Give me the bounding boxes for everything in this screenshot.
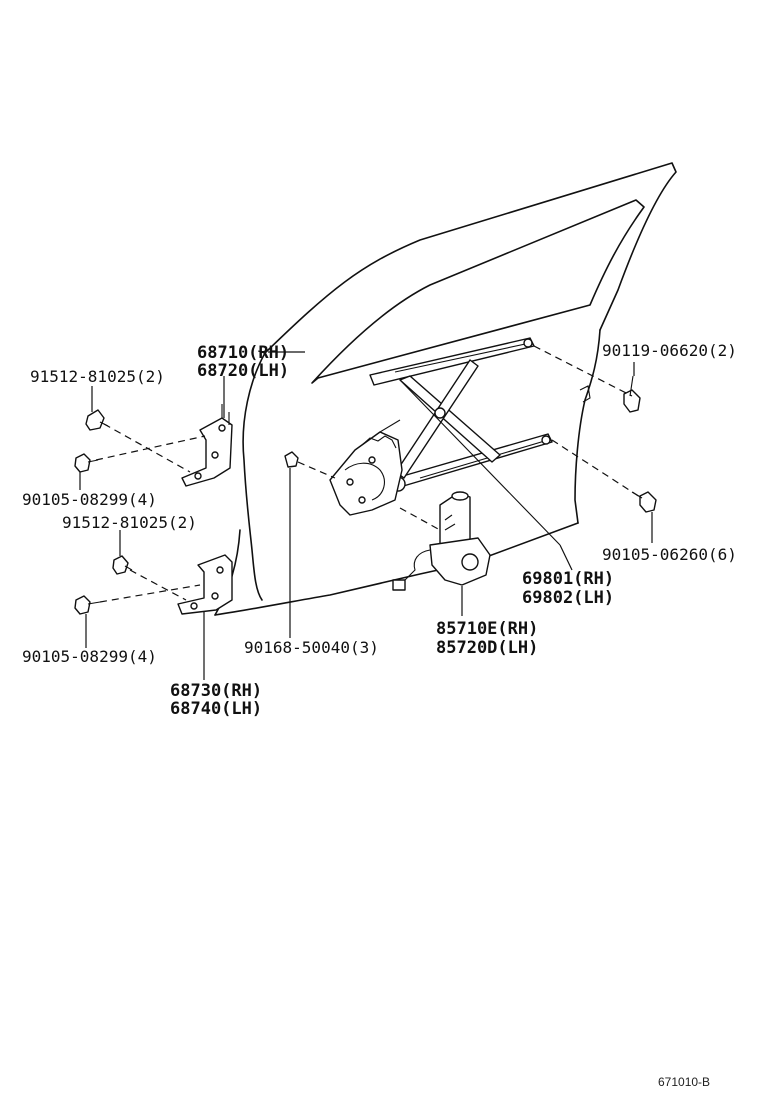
bolt-label-91512-upper: 91512-81025(2) (30, 367, 165, 386)
clip-label: 90168-50040(3) (244, 638, 379, 657)
diagram-code: 671010-B (658, 1075, 710, 1089)
assembly-lines (95, 345, 641, 603)
regulator-label-rh: 69801(RH) (522, 569, 614, 589)
bolt-label-90105-upper: 90105-08299(4) (22, 490, 157, 509)
bolt-label-91512-lower: 91512-81025(2) (62, 513, 197, 532)
door-shell (214, 162, 677, 616)
upper-hinge-label-lh: 68720(LH) (197, 361, 289, 381)
bolt-icon (74, 595, 101, 615)
bolt-icon (631, 491, 657, 513)
bolt-icon (112, 555, 133, 575)
leader-lines (79, 351, 653, 680)
motor-label-rh: 85710E(RH) (436, 619, 538, 639)
bolt-label-90119: 90119-06620(2) (602, 341, 737, 360)
bolt-label-90105-run: 90105-06260(6) (602, 545, 737, 564)
lower-hinge-label-rh: 68730(RH) (170, 681, 262, 701)
lower-hinge (177, 554, 233, 615)
clip-icon (284, 451, 299, 468)
upper-hinge (181, 404, 233, 487)
bolt-icon (85, 409, 109, 431)
bolt-icon (74, 453, 99, 473)
upper-hinge-label-rh: 68710(RH) (197, 343, 289, 363)
bolt-icon (623, 375, 641, 413)
regulator-motor (392, 491, 491, 591)
motor-label-lh: 85720D(LH) (436, 638, 538, 658)
lower-hinge-label-lh: 68740(LH) (170, 699, 262, 719)
regulator-label-lh: 69802(LH) (522, 588, 614, 608)
window-regulator (329, 337, 561, 546)
bolt-label-90105-lower: 90105-08299(4) (22, 647, 157, 666)
